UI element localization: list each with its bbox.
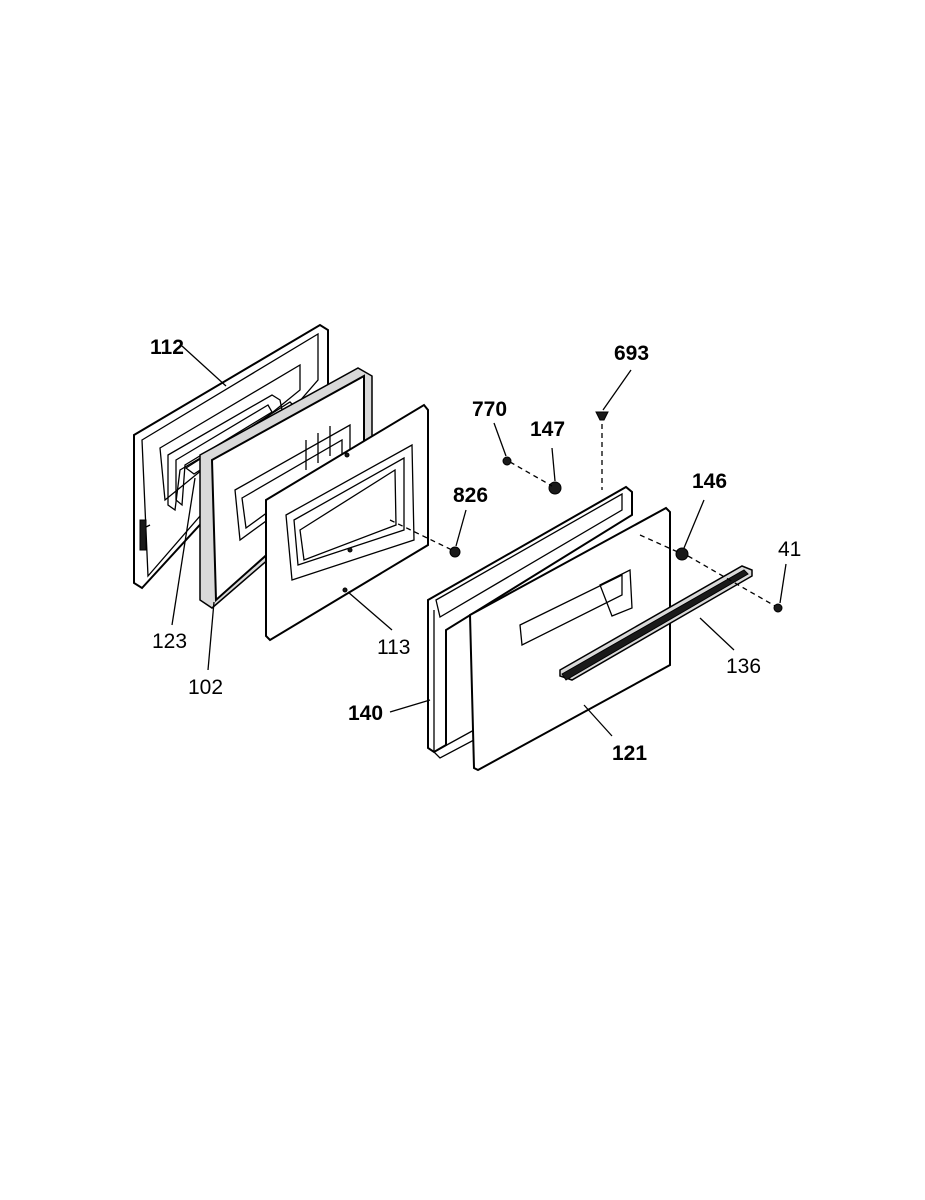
leader-lines [171, 345, 787, 737]
screw-147 [548, 481, 562, 495]
part-113-window-frame [265, 403, 429, 642]
hardware-screws [449, 411, 783, 613]
label-826: 826 [453, 484, 488, 507]
part-121-outer-glass [468, 506, 671, 772]
label-123: 123 [152, 630, 187, 653]
label-140: 140 [348, 702, 383, 725]
label-147: 147 [530, 418, 565, 441]
screw-770 [502, 456, 512, 466]
label-693: 693 [614, 342, 649, 365]
screw-693 [595, 411, 609, 421]
label-113: 113 [377, 636, 410, 659]
label-770: 770 [472, 398, 507, 421]
part-140-door-frame [427, 485, 633, 759]
label-121: 121 [612, 742, 647, 765]
label-102: 102 [188, 676, 223, 699]
screw-826 [449, 546, 461, 558]
part-136-handle [559, 565, 753, 681]
label-112: 112 [150, 336, 184, 359]
assembly-lines [389, 424, 776, 607]
label-136: 136 [726, 655, 761, 678]
screw-146 [675, 547, 689, 561]
screw-41 [773, 603, 783, 613]
part-labels: 112 123 102 113 826 770 147 693 146 41 1… [150, 336, 801, 765]
label-41: 41 [778, 538, 801, 561]
label-146: 146 [692, 470, 727, 493]
